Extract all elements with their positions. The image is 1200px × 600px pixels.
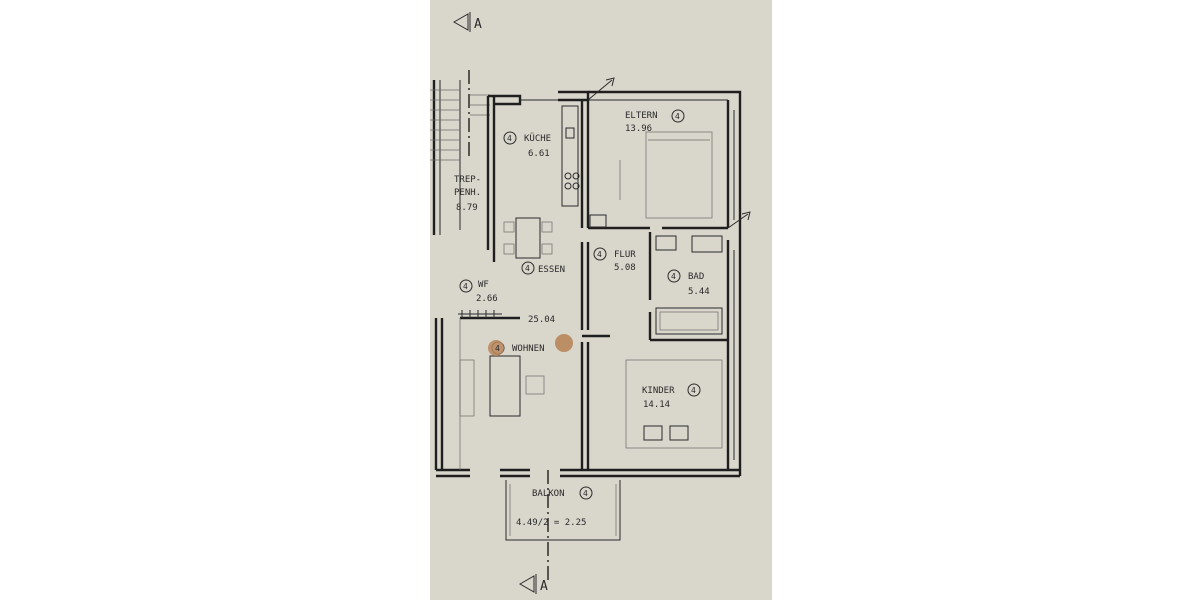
room-treppenhaus: TREP- PENH. 8.79: [454, 175, 481, 213]
room-number: 4: [675, 112, 680, 121]
room-name: BALKON: [532, 489, 565, 499]
room-name: ELTERN: [625, 111, 658, 121]
dining-table: [503, 217, 553, 259]
section-marker-bottom-label: A: [540, 579, 548, 594]
room-kinder: KINDER 4 14.14: [642, 386, 696, 410]
living-furniture: [459, 318, 545, 470]
room-name-line2: PENH.: [454, 188, 481, 198]
room-name: KINDER: [642, 386, 675, 396]
room-wf: 4 WF 2.66: [463, 280, 498, 304]
room-number: 4: [525, 264, 530, 273]
room-eltern: ELTERN 4 13.96: [625, 111, 680, 134]
room-balkon: BALKON 4 4.49/2 = 2.25: [516, 489, 588, 528]
section-marker-top: A: [452, 12, 482, 32]
balcony: [505, 480, 621, 541]
section-marker-top-label: A: [474, 17, 482, 32]
wf-rail: [458, 310, 502, 318]
room-area: 25.04: [528, 315, 555, 325]
room-name: WOHNEN: [512, 344, 545, 354]
room-number: 4: [495, 344, 500, 353]
room-kueche: 4 KÜCHE 6.61: [507, 133, 551, 159]
room-number: 4: [507, 134, 512, 143]
staircase: [430, 80, 490, 235]
eltern-bed: [619, 131, 713, 219]
room-bad: 4 BAD 5.44: [671, 272, 710, 297]
bathroom-fixtures: [655, 235, 723, 335]
kinder-furniture: [625, 359, 723, 449]
room-area: 5.44: [688, 287, 710, 297]
room-area: 14.14: [643, 400, 670, 410]
floor-plan: A A: [430, 12, 751, 594]
room-number: 4: [597, 250, 602, 259]
room-number: 4: [583, 489, 588, 498]
room-area: 5.08: [614, 263, 636, 273]
room-name: ESSEN: [538, 265, 565, 275]
marker-dot-right: [555, 334, 573, 352]
section-marker-bottom: A: [518, 574, 548, 594]
room-area: 13.96: [625, 124, 652, 134]
room-number: 4: [463, 282, 468, 291]
room-number-circles: [459, 109, 701, 500]
room-area: 8.79: [456, 203, 478, 213]
window-arrows: [587, 77, 751, 229]
room-essen: 4 ESSEN: [525, 264, 565, 275]
room-flur: 4 FLUR 5.08: [597, 250, 636, 273]
room-area: 6.61: [528, 149, 550, 159]
room-name: FLUR: [614, 250, 636, 260]
room-wohnen: 25.04 4 WOHNEN: [495, 315, 555, 354]
room-name: KÜCHE: [524, 133, 551, 144]
room-name: BAD: [688, 272, 704, 282]
room-number: 4: [691, 386, 696, 395]
room-number: 4: [671, 272, 676, 281]
plan-sheet: A A: [430, 0, 772, 600]
kitchen-fixtures: [561, 105, 607, 228]
marker-dot-left: [488, 340, 504, 356]
walls: [434, 90, 742, 478]
room-name-line1: TREP-: [454, 175, 481, 185]
room-area: 2.66: [476, 294, 498, 304]
room-name: WF: [478, 280, 489, 290]
room-area: 4.49/2 = 2.25: [516, 518, 586, 528]
